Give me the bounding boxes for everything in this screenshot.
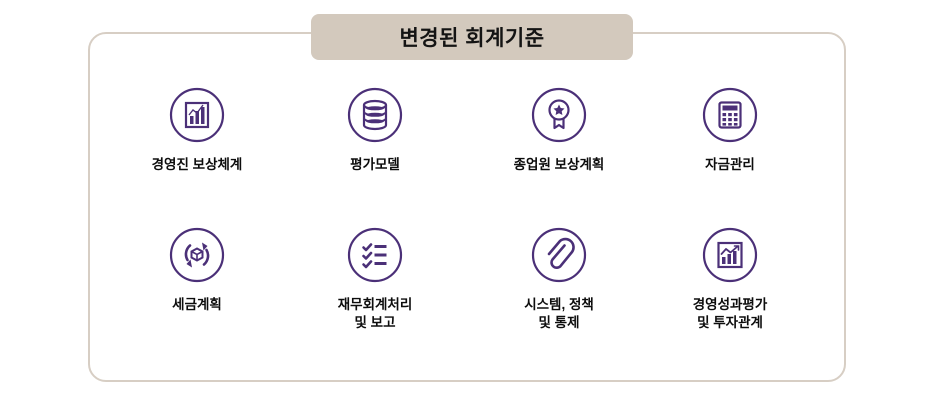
item-label: 경영성과평가 및 투자관계 [692,297,768,331]
page-title: 변경된 회계기준 [399,27,545,50]
item-financial-accounting-reporting[interactable]: 재무회계처리 및 보고 [280,226,470,332]
award-medal-icon [530,86,588,144]
item-executive-compensation[interactable]: 경영진 보상체계 [102,86,292,174]
item-systems-policies-controls[interactable]: 시스템, 정책 및 통제 [464,226,654,332]
title-banner: 변경된 회계기준 [311,14,633,60]
item-employee-compensation-plan[interactable]: 종업원 보상계획 [464,86,654,174]
cycle-arrows-cube-icon [168,226,226,284]
item-label: 종업원 보상계획 [513,157,605,172]
bar-chart-framed-icon [168,86,226,144]
item-treasury-management[interactable]: 자금관리 [635,86,825,174]
item-label: 재무회계처리 및 보고 [337,297,413,331]
checklist-icon [346,226,404,284]
paperclip-icon [530,226,588,284]
calculator-icon [701,86,759,144]
item-label: 시스템, 정책 및 통제 [524,297,594,331]
database-stack-icon [346,86,404,144]
item-valuation-model[interactable]: 평가모델 [280,86,470,174]
item-label: 평가모델 [350,157,400,172]
trending-chart-framed-icon [701,226,759,284]
item-tax-planning[interactable]: 세금계획 [102,226,292,314]
item-label: 경영진 보상체계 [151,157,243,172]
item-label: 세금계획 [172,297,222,312]
item-label: 자금관리 [705,157,755,172]
item-performance-evaluation-investor-relations[interactable]: 경영성과평가 및 투자관계 [635,226,825,332]
